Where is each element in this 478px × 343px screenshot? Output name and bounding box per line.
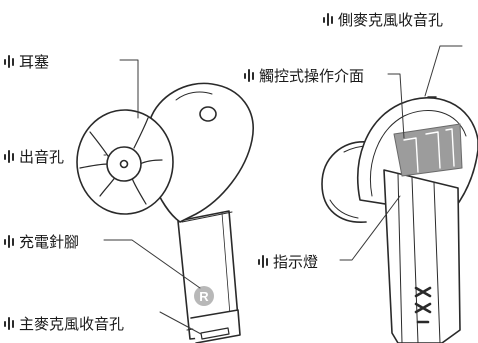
ear-tip xyxy=(76,109,174,215)
callout-sound-hole: 出音孔 xyxy=(4,146,64,167)
callout-ear-tip: 耳塞 xyxy=(4,51,49,72)
left-earbud xyxy=(76,82,254,343)
leader-ear-tip xyxy=(119,59,139,119)
leader-lines xyxy=(103,45,463,335)
right-ear-tip xyxy=(321,141,369,223)
leader-main-mic xyxy=(159,311,202,335)
leader-charging-pins xyxy=(103,239,201,289)
callout-ear-tip-label: 耳塞 xyxy=(19,53,50,71)
leader-touch-panel xyxy=(387,73,405,139)
sound-wave-icon xyxy=(4,235,14,249)
callout-indicator: 指示燈 xyxy=(258,251,318,272)
callout-charging-pins: 充電針腳 xyxy=(4,231,79,252)
callout-indicator-label: 指示燈 xyxy=(273,253,319,271)
left-body xyxy=(149,82,254,223)
callout-touch-panel-label: 觸控式操作介面 xyxy=(259,67,365,85)
sound-wave-icon xyxy=(4,150,14,164)
brand-x-logo-icon xyxy=(414,286,432,324)
r-badge-label: R xyxy=(199,289,209,304)
sound-wave-icon xyxy=(4,317,14,331)
sound-wave-icon xyxy=(323,13,333,27)
callout-side-mic: 側麥克風收音孔 xyxy=(323,9,443,30)
main-mic-hole xyxy=(200,327,230,340)
callout-main-mic-label: 主麥克風收音孔 xyxy=(19,315,125,333)
callout-sound-hole-label: 出音孔 xyxy=(19,148,65,166)
touch-panel xyxy=(393,123,463,177)
callout-touch-panel: 觸控式操作介面 xyxy=(244,65,364,86)
leader-side-mic xyxy=(424,45,463,97)
callout-charging-pins-label: 充電針腳 xyxy=(19,233,80,251)
right-earbud xyxy=(321,96,478,343)
leader-indicator xyxy=(339,195,401,261)
callout-side-mic-label: 側麥克風收音孔 xyxy=(338,11,444,29)
sound-wave-icon xyxy=(258,255,268,269)
callout-main-mic: 主麥克風收音孔 xyxy=(4,313,124,334)
sound-wave-icon xyxy=(244,69,254,83)
sound-wave-icon xyxy=(4,55,14,69)
right-stem xyxy=(383,169,461,343)
r-badge-icon xyxy=(194,286,214,306)
